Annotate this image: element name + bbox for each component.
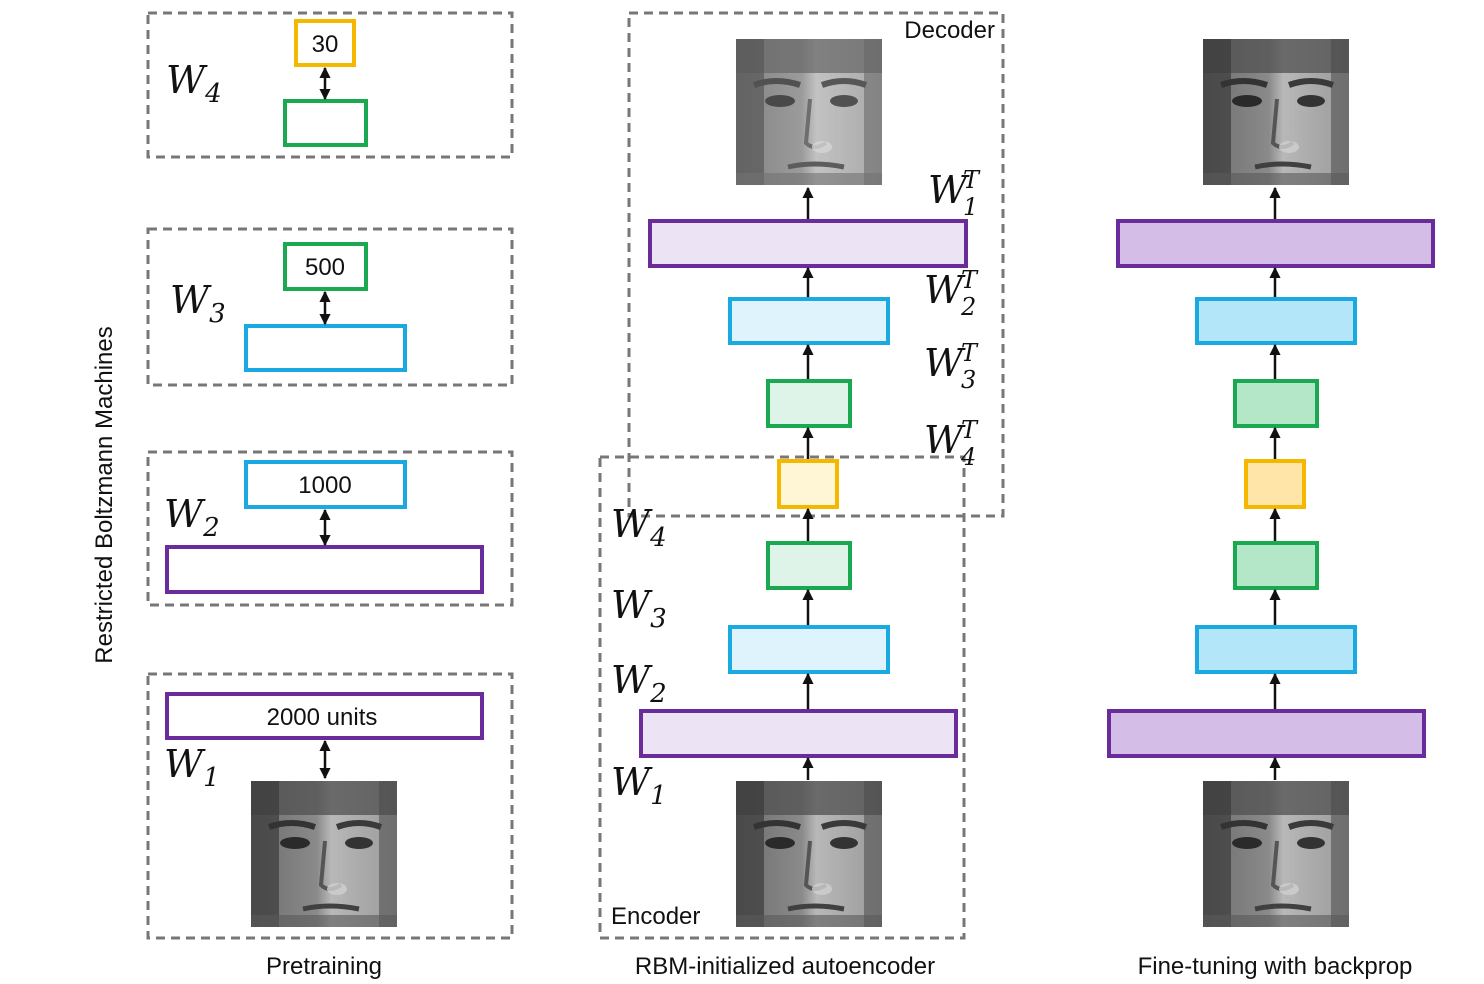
- rbm2-box: [146, 450, 514, 607]
- svg-text:4: 4: [960, 443, 976, 471]
- side-label: Restricted Boltzmann Machines: [91, 326, 118, 663]
- w4-label-encoder: W4: [611, 502, 667, 553]
- ae-encoder-2000-layer: [639, 709, 958, 758]
- ae-encoder-1000-layer: [728, 625, 890, 674]
- w3-label-pretrain: W3: [170, 278, 226, 329]
- pretraining-caption: Pretraining: [266, 953, 382, 980]
- w4-label-pretrain: W4: [166, 58, 222, 109]
- ae-code-30-layer: [777, 459, 839, 509]
- svg-text:2: 2: [960, 293, 976, 321]
- rbm2-hidden-layer: [244, 460, 407, 509]
- ft-decoder-2000-layer: [1116, 219, 1435, 268]
- encoder-label: Encoder: [611, 903, 700, 930]
- finetune-output-face-image: [1203, 39, 1349, 185]
- w4t-label-decoder: W T 4: [924, 416, 979, 471]
- autoencoder-caption: RBM-initialized autoencoder: [635, 953, 935, 980]
- decoder-region: [627, 11, 1005, 518]
- svg-text:3: 3: [961, 366, 976, 394]
- svg-text:T: T: [961, 266, 979, 294]
- ft-encoder-1000-layer: [1195, 625, 1357, 674]
- ft-code-30-layer: [1244, 459, 1306, 509]
- svg-text:W: W: [924, 341, 966, 385]
- rbm4-visible-layer: [283, 99, 368, 147]
- w1-label-encoder: W1: [611, 760, 667, 811]
- decoder-label: Decoder: [904, 17, 995, 44]
- w3t-label-decoder: W T 3: [924, 339, 979, 394]
- rbm3-hidden-layer: [283, 242, 368, 291]
- rbm3-visible-layer: [244, 324, 407, 372]
- ae-encoder-500-layer: [766, 541, 852, 590]
- finetune-panel: Fine-tuning with backprop: [1107, 39, 1435, 980]
- rbm3-box: [146, 227, 514, 387]
- svg-text:1: 1: [963, 193, 978, 221]
- ft-decoder-500-layer: [1233, 379, 1319, 428]
- w2t-label-decoder: W T 2: [924, 266, 979, 321]
- rbm4-hidden-units: 30: [312, 31, 339, 58]
- w2-label-encoder: W2: [611, 658, 667, 709]
- ft-encoder-500-layer: [1233, 541, 1319, 590]
- svg-text:W: W: [928, 168, 970, 212]
- rbm2-visible-layer: [165, 545, 484, 594]
- encoder-region: [598, 455, 966, 940]
- rbm1-hidden-layer: [165, 692, 484, 740]
- svg-text:W: W: [924, 418, 966, 462]
- w1t-label-decoder: W T 1: [928, 166, 981, 221]
- autoencoder-panel: Decoder Encoder W4 W3 W2 W1 W T 1: [598, 11, 1005, 980]
- w3-label-encoder: W3: [611, 583, 667, 634]
- rbm4-hidden-layer: [294, 19, 356, 67]
- ae-decoder-2000-layer: [648, 219, 968, 268]
- ft-encoder-2000-layer: [1107, 709, 1426, 758]
- rbm1-box: [146, 672, 514, 940]
- svg-text:T: T: [961, 339, 979, 367]
- w1-label-pretrain: W1: [164, 742, 220, 793]
- rbm1-hidden-units: 2000 units: [267, 704, 378, 731]
- ae-decoder-500-layer: [766, 379, 852, 428]
- decoder-output-face-image: [736, 39, 882, 185]
- svg-text:T: T: [961, 416, 979, 444]
- svg-text:T: T: [963, 166, 981, 194]
- w2-label-pretrain: W2: [164, 492, 220, 543]
- encoder-input-face-image: [736, 781, 882, 927]
- pretraining-panel: W4 30 W3 500 W2 1000 2000 units W1 Pretr…: [146, 11, 514, 980]
- finetune-input-face-image: [1203, 781, 1349, 927]
- pretrain-input-face-image: [251, 781, 397, 927]
- rbm4-box: [146, 11, 514, 159]
- finetune-caption: Fine-tuning with backprop: [1138, 953, 1413, 980]
- ae-decoder-1000-layer: [728, 297, 890, 345]
- ft-decoder-1000-layer: [1195, 297, 1357, 345]
- rbm2-hidden-units: 1000: [298, 472, 351, 499]
- rbm3-hidden-units: 500: [305, 254, 345, 281]
- svg-text:W: W: [924, 268, 966, 312]
